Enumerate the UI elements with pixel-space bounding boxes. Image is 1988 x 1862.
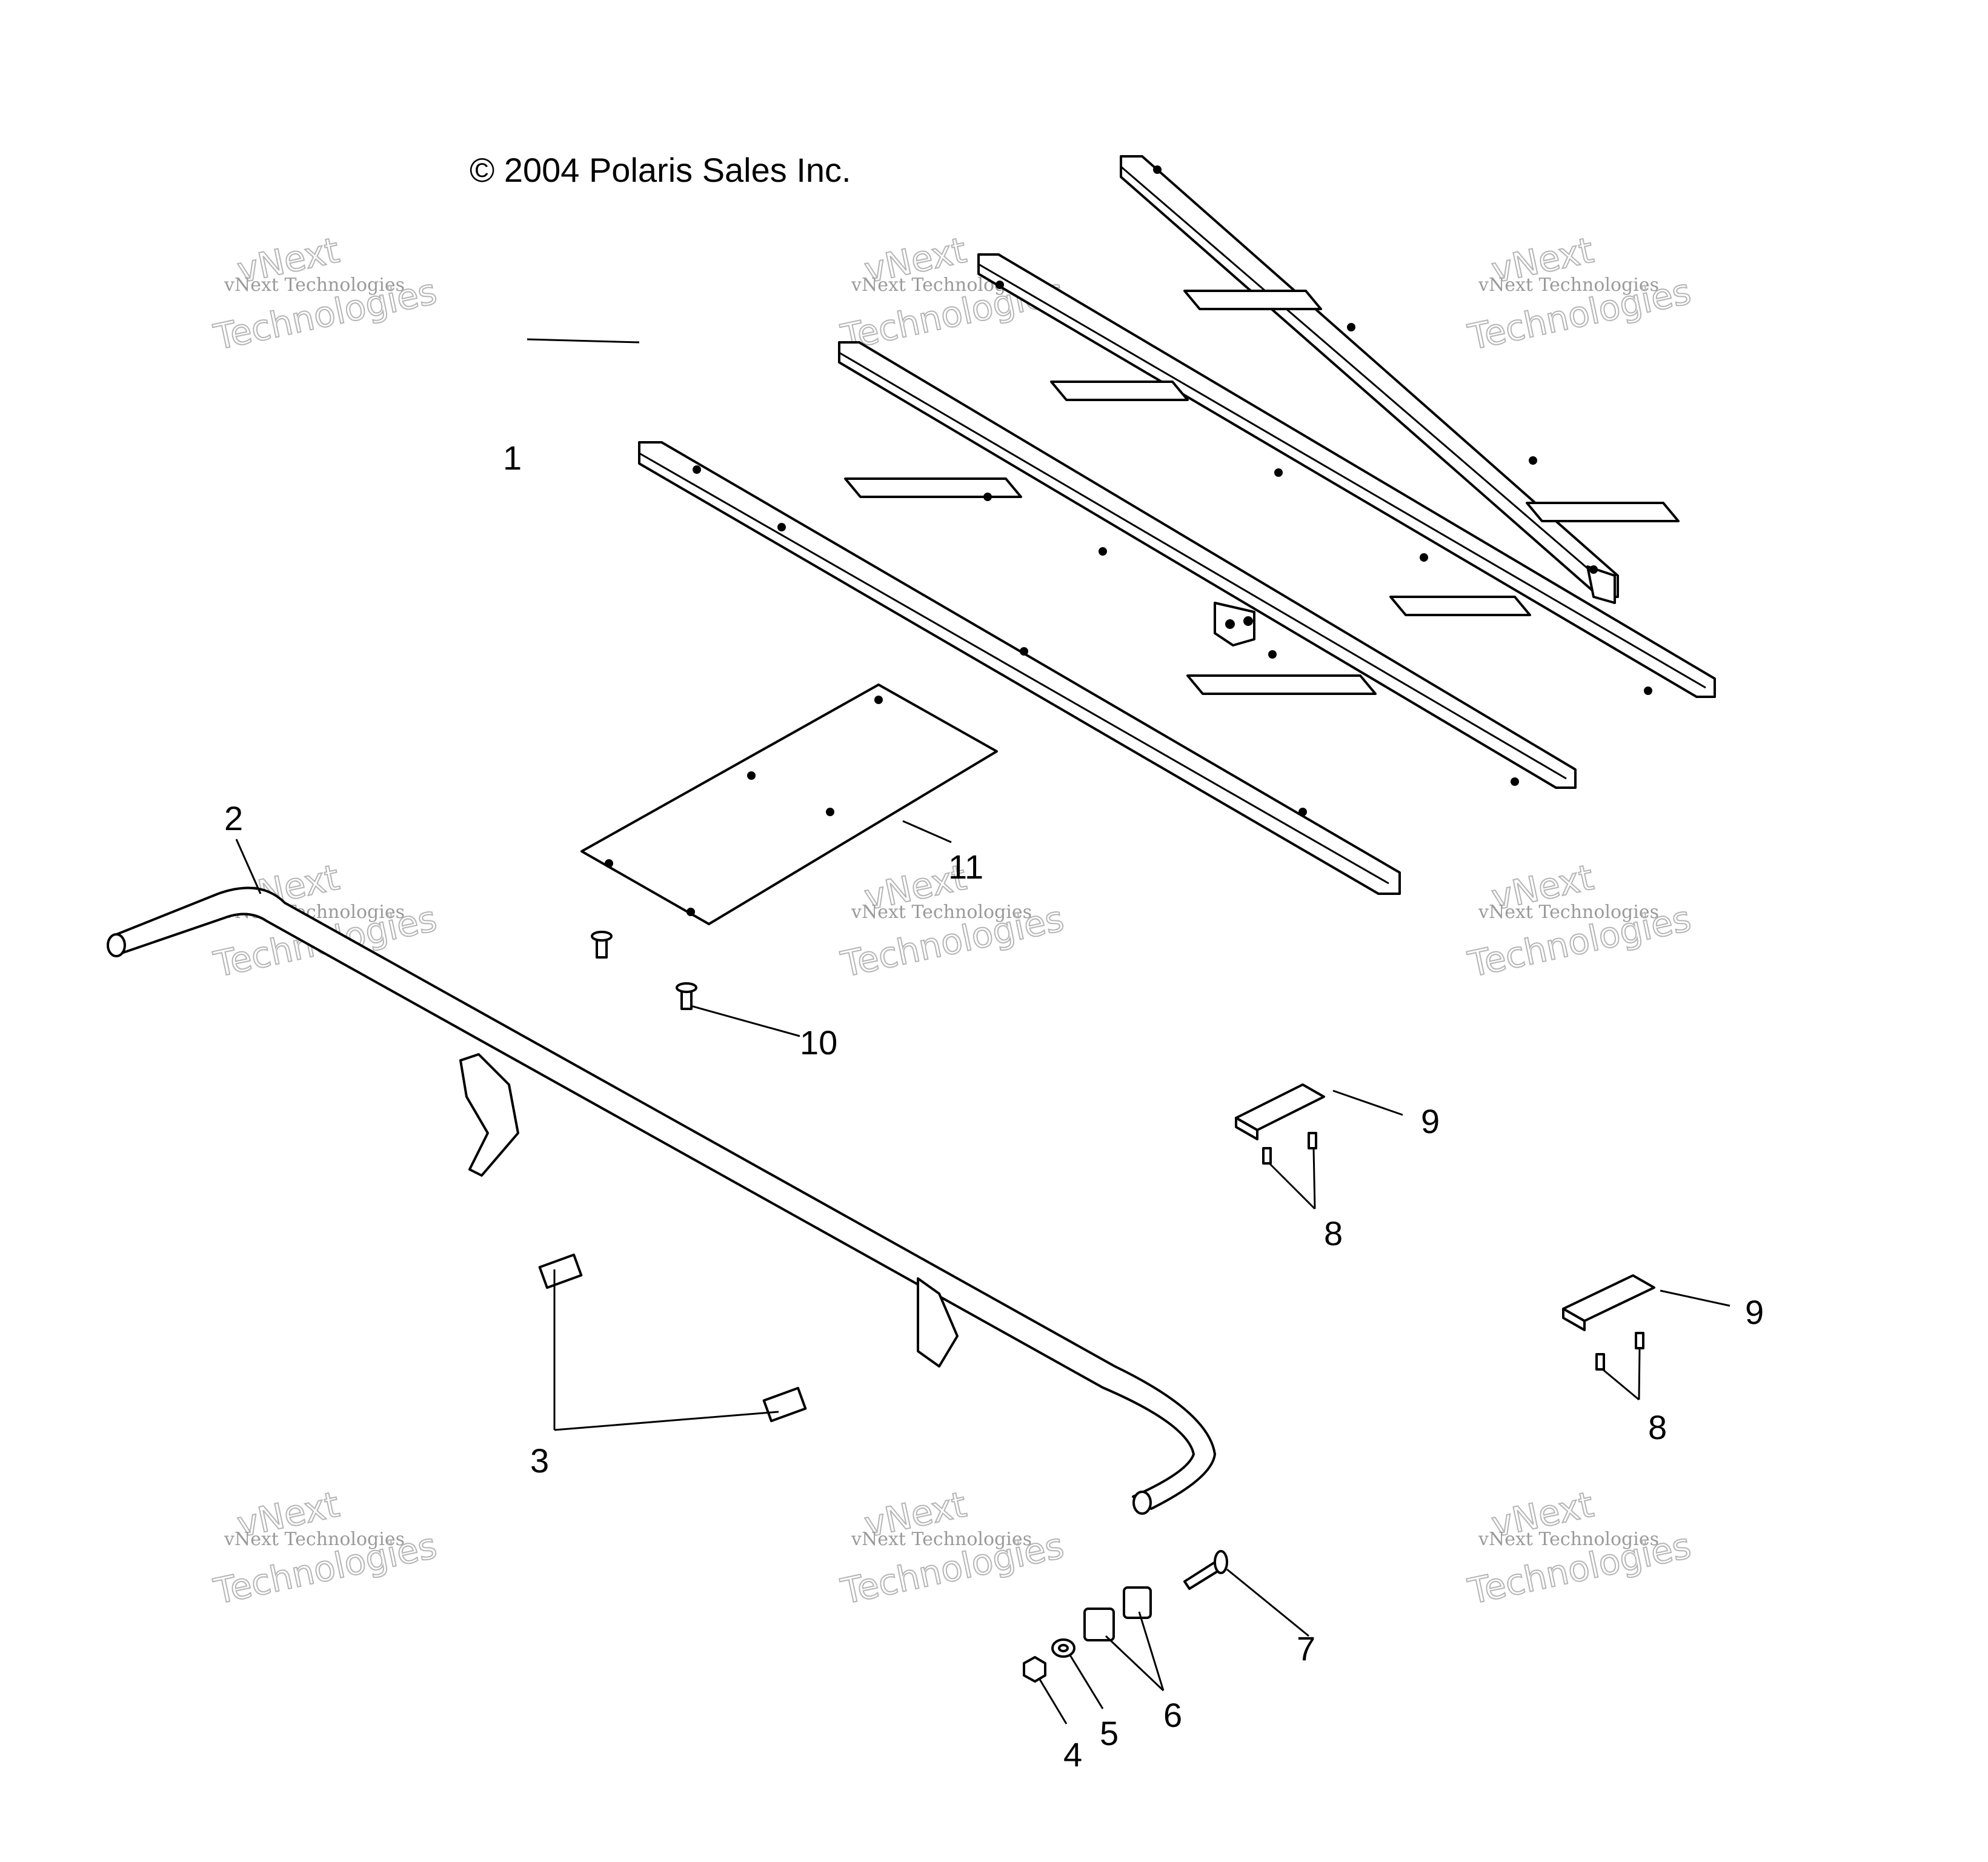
callout-5: 5 [1100,1714,1119,1752]
pin [1183,1550,1228,1590]
watermark-text: vNext Technologies [851,902,1032,923]
callout-6: 6 [1163,1696,1182,1734]
watermark: vNext vNext Technologies Technologies [210,856,441,986]
leader-lines [235,338,1730,1724]
nut [1023,1656,1046,1683]
screw [1595,1332,1644,1371]
callout-9: 9 [1421,1102,1440,1140]
rail [1120,155,1619,598]
callouts: 1 2 3 4 5 6 7 8 8 9 9 10 11 [224,439,1764,1774]
rack-frame [638,155,1716,895]
callout-4: 4 [1063,1735,1082,1774]
bolt [676,982,697,1010]
watermark-text: vNext Technologies [1478,902,1659,923]
watermark: vNext vNext Technologies Technologies [1464,1483,1695,1613]
watermark: vNext vNext Technologies Technologies [210,1483,441,1613]
watermark: vNext vNext Technologies Technologies [1464,856,1695,986]
watermark-text: vNext Technologies [1478,1529,1659,1550]
rail [977,253,1716,698]
bar-bracket [459,1053,959,1368]
watermark-text: vNext Technologies [851,1529,1032,1550]
callout-8: 8 [1324,1214,1343,1252]
mount-bracket [1586,565,1616,604]
copyright-text: © 2004 Polaris Sales Inc. [470,151,851,189]
bumper [762,1386,807,1423]
callout-1: 1 [503,439,522,477]
bushing [1083,1586,1152,1641]
callout-10: 10 [800,1023,837,1062]
watermark: vNext vNext Technologies Technologies [210,229,441,359]
rail [638,441,1401,895]
watermark-text: vNext Technologies [224,274,405,296]
callout-3: 3 [530,1441,549,1480]
pad [1235,1083,1325,1140]
watermarks: vNext vNext Technologies Technologies vN… [210,229,1695,1613]
watermark-text: vNext Technologies [1478,274,1659,296]
grab-bar [107,886,1216,1515]
screw [1262,1132,1317,1165]
rail [838,341,1577,789]
cross-member [844,290,1680,695]
callout-8: 8 [1648,1408,1667,1446]
mount-bracket [1214,602,1255,647]
watermark: vNext vNext Technologies Technologies [1464,229,1695,359]
rail-holes [693,165,1652,816]
watermark-text: vNext Technologies [224,1529,405,1550]
bolt [591,931,613,959]
watermark: vNext vNext Technologies Technologies [837,1483,1068,1613]
callout-2: 2 [224,799,243,837]
washer [1051,1638,1075,1658]
pad [1562,1274,1655,1331]
bumper [538,1253,583,1289]
callout-9: 9 [1745,1293,1764,1331]
floor-plate [580,683,998,925]
callout-11: 11 [948,848,983,886]
callout-7: 7 [1297,1629,1315,1667]
watermark: vNext vNext Technologies Technologies [837,229,1068,359]
